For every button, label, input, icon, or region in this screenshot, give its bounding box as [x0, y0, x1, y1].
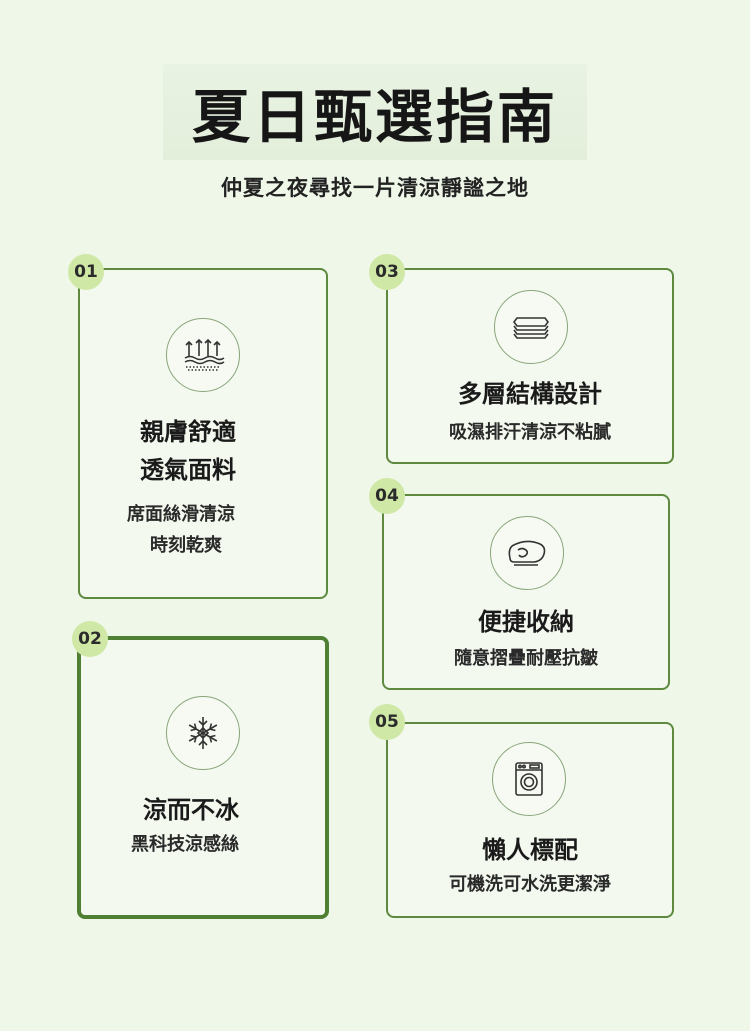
feature-03-title: 多層結構設計: [458, 380, 602, 408]
badge-05: 05: [369, 704, 405, 740]
badge-01: 01: [68, 254, 104, 290]
feature-05-desc: 可機洗可水洗更潔淨: [449, 874, 611, 895]
feature-icon-circle-01: [166, 318, 240, 392]
feature-02-desc: 黑科技涼感絲: [131, 834, 239, 855]
feature-card-02: [77, 636, 329, 919]
rolled-mat-icon: [508, 540, 546, 566]
snowflake-icon: [188, 717, 218, 749]
feature-01-desc-line1: 席面絲滑清涼: [127, 504, 235, 525]
feature-icon-circle-04: [490, 516, 564, 590]
feature-03-desc: 吸濕排汗清涼不粘膩: [449, 422, 611, 443]
feature-icon-circle-05: [492, 742, 566, 816]
feature-05-title: 懶人標配: [482, 836, 578, 864]
badge-02: 02: [72, 621, 108, 657]
feature-icon-circle-03: [494, 290, 568, 364]
feature-01-title-line2: 透氣面料: [140, 456, 236, 484]
feature-01-desc-line2: 時刻乾爽: [150, 535, 222, 556]
badge-04: 04: [369, 478, 405, 514]
feature-01-title-line1: 親膚舒適: [140, 418, 236, 446]
badge-03: 03: [369, 254, 405, 290]
layers-icon: [513, 317, 549, 339]
title-banner: 夏日甄選指南: [163, 64, 587, 160]
feature-02-title: 涼而不冰: [143, 796, 239, 824]
page-subtitle: 仲夏之夜尋找一片清涼靜謐之地: [221, 176, 529, 200]
page-title: 夏日甄選指南: [191, 83, 558, 151]
feature-04-desc: 隨意摺疊耐壓抗皺: [454, 648, 598, 669]
feature-icon-circle-02: [166, 696, 240, 770]
washing-machine-icon: [515, 762, 543, 796]
airflow-arrows-icon: [184, 338, 225, 371]
feature-04-title: 便捷收納: [478, 608, 574, 636]
